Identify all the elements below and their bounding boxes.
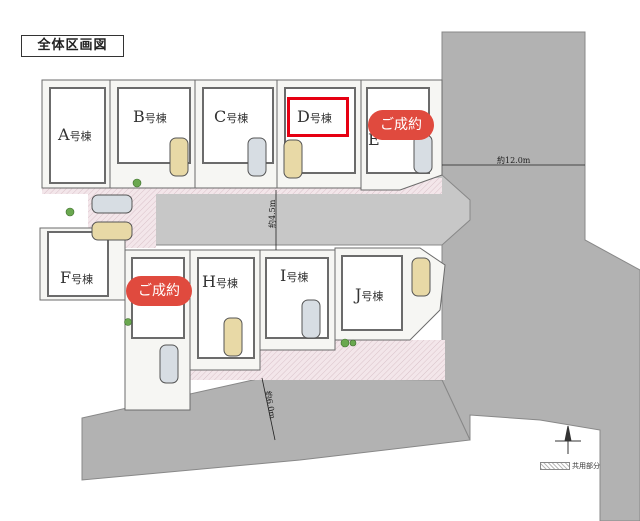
lot-suffix: 号棟 [144,112,167,125]
parked-cars [91,134,433,384]
lot-label-h: H号棟 [202,272,238,291]
lot-suffix: 号棟 [71,273,94,286]
lot-suffix: 号棟 [215,277,238,290]
selected-lot-highlight [287,97,349,137]
lot-suffix: 号棟 [309,112,332,125]
road-east [441,31,640,521]
lot-suffix: 号棟 [361,290,384,303]
lot-label-e: E [368,130,380,149]
sold-badge-g: ご成約 [126,276,192,306]
lot-label-f: F号棟 [60,268,93,287]
lot-label-a: A号棟 [58,125,92,144]
lot-letter: J [355,285,362,304]
sold-badge-e: ご成約 [368,110,434,140]
dimension-lines [261,164,585,441]
lot-suffix: 号棟 [286,271,309,284]
south-houses [47,231,403,359]
lot-suffix: 号棟 [69,130,92,143]
lot-letter: A [58,125,70,144]
lot-label-i: I号棟 [280,266,308,285]
lot-label-d: D号棟 [297,107,332,126]
lot-letter: E [368,130,380,149]
dimension-private-road: 約4.5m [268,199,277,228]
lot-letter: I [280,266,287,285]
shrubs [65,178,357,348]
lot-label-j: J号棟 [355,285,383,304]
lot-letter: F [60,268,72,287]
legend: 共用部分 [540,461,600,471]
lot-letter: H [202,272,216,291]
dimension-road-east: 約12.0m [497,156,531,165]
lot-label-c: C号棟 [214,107,248,126]
lot-suffix: 号棟 [226,112,249,125]
lot-letter: D [297,107,310,126]
legend-label: 共用部分 [572,462,600,470]
legend-swatch [540,462,570,470]
lot-letter: B [133,107,145,126]
page-title: 全体区画図 [21,35,124,57]
lot-label-b: B号棟 [133,107,167,126]
lot-letter: C [214,107,227,126]
compass-icon [555,425,581,454]
